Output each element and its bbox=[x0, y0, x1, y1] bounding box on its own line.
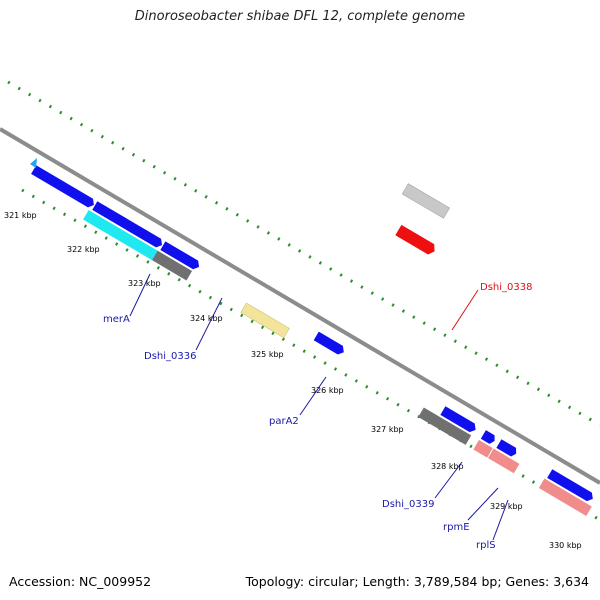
gene-label-rpmE[interactable]: rpmE bbox=[443, 522, 470, 533]
gene-parA2[interactable] bbox=[240, 302, 290, 339]
callout-dshi-0336 bbox=[195, 297, 223, 351]
gene-cds-9[interactable] bbox=[480, 430, 497, 445]
gene-dshi-0338[interactable] bbox=[401, 183, 450, 219]
tick-label-323: 323 kbp bbox=[128, 279, 161, 288]
genome-backbone bbox=[0, 127, 600, 485]
gene-label-rplS[interactable]: rplS bbox=[476, 540, 496, 551]
gene-label-merA[interactable]: merA bbox=[103, 314, 130, 325]
callout-dshi-0339 bbox=[434, 461, 463, 499]
gene-rplS[interactable] bbox=[488, 448, 520, 474]
topology-label: Topology: circular; Length: 3,789,584 bp… bbox=[245, 574, 589, 589]
accession-label: Accession: NC_009952 bbox=[9, 574, 152, 589]
gene-cds-8[interactable] bbox=[440, 406, 478, 434]
tick-label-329: 329 kbp bbox=[490, 502, 523, 511]
callout-merA bbox=[129, 273, 151, 317]
gene-label-parA2[interactable]: parA2 bbox=[269, 416, 299, 427]
tick-label-328: 328 kbp bbox=[431, 462, 464, 471]
tick-label-324: 324 kbp bbox=[190, 314, 223, 323]
gene-rpmE[interactable] bbox=[473, 439, 493, 458]
gene-label-dshi-0336[interactable]: Dshi_0336 bbox=[144, 351, 196, 362]
gene-rna-right[interactable] bbox=[538, 478, 592, 516]
callout-rpmE bbox=[467, 487, 499, 521]
gene-cds-10[interactable] bbox=[496, 439, 518, 458]
callout-rplS bbox=[492, 499, 509, 541]
gene-cds-5[interactable] bbox=[160, 241, 201, 271]
gene-merA[interactable] bbox=[83, 210, 158, 261]
gene-cds-4[interactable] bbox=[92, 201, 164, 249]
map-title: Dinoroseobacter shibae DFL 12, complete … bbox=[134, 9, 466, 24]
marker-arrow bbox=[30, 158, 37, 168]
tick-label-322: 322 kbp bbox=[67, 245, 100, 254]
gene-cds-11[interactable] bbox=[547, 469, 595, 503]
tick-label-330: 330 kbp bbox=[549, 541, 582, 550]
tick-label-325: 325 kbp bbox=[251, 350, 284, 359]
tick-label-327: 327 kbp bbox=[371, 425, 404, 434]
callout-dshi-0338 bbox=[451, 289, 479, 331]
gene-dshi-0339[interactable] bbox=[418, 407, 472, 445]
gene-label-dshi-0338[interactable]: Dshi_0338 bbox=[480, 282, 532, 293]
tick-label-321: 321 kbp bbox=[4, 211, 37, 220]
gene-cds-3[interactable] bbox=[31, 165, 96, 209]
feature-track bbox=[31, 165, 595, 516]
gene-label-dshi-0339[interactable]: Dshi_0339 bbox=[382, 499, 434, 510]
callout-parA2 bbox=[299, 376, 327, 416]
gene-dshi-0336[interactable] bbox=[152, 250, 193, 281]
gene-cds-6[interactable] bbox=[313, 331, 347, 357]
tick-label-326: 326 kbp bbox=[311, 386, 344, 395]
gene-cds-7[interactable] bbox=[395, 224, 437, 257]
